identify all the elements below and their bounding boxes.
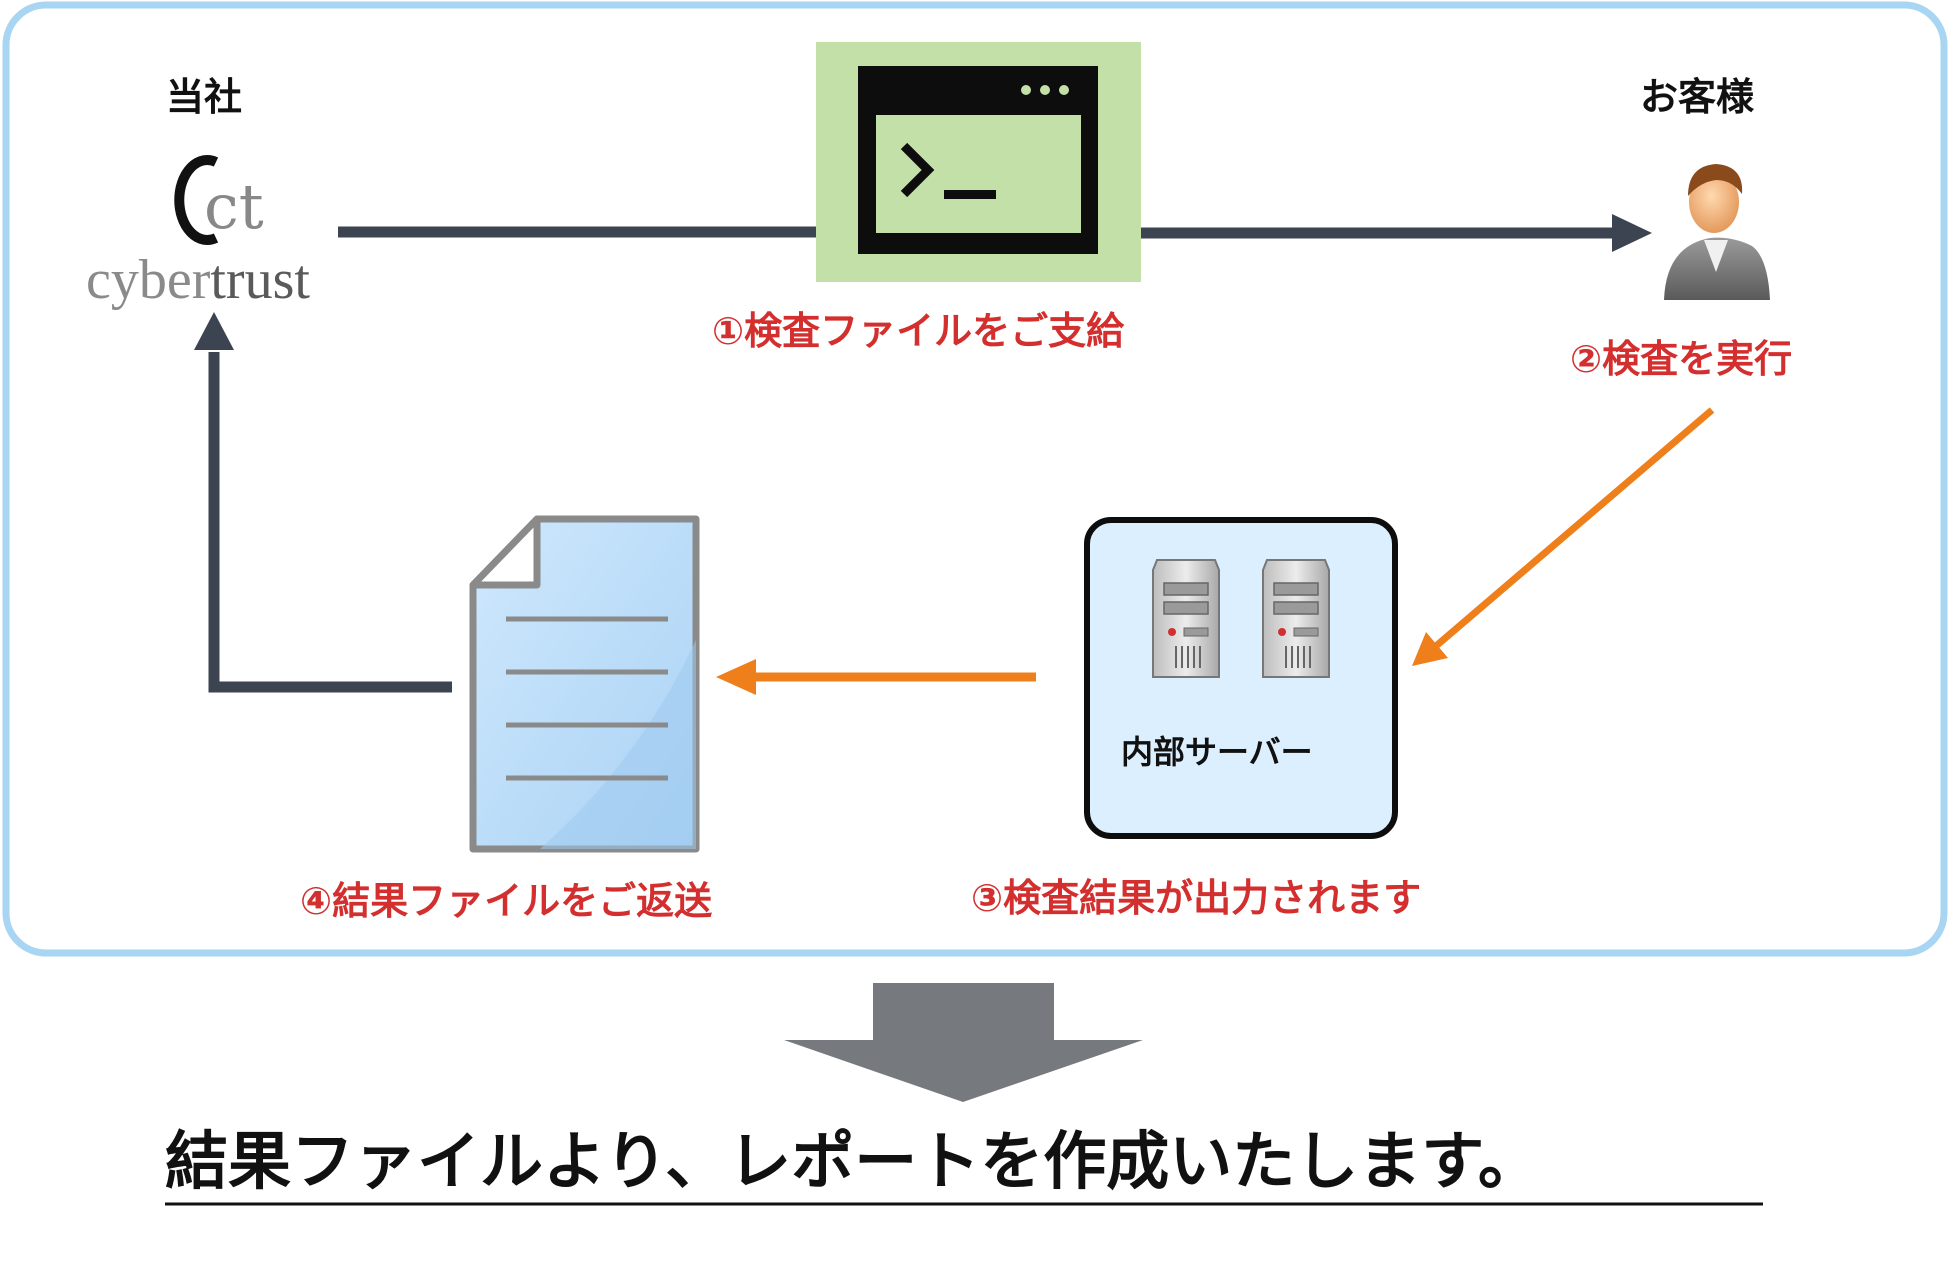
conclusion-text: 結果ファイルより、レポートを作成いたします。 [165,1125,1541,1198]
internal-server-box [1084,517,1398,839]
cybertrust-wordmark: cybertrust [86,249,310,311]
big-down-arrow [784,983,1143,1102]
logo-mark-text: ct [204,170,264,243]
execute-arrow-head [1412,632,1448,666]
output-arrow-head [716,659,756,695]
server-tower-icon [1152,559,1220,678]
person-avatar-icon [1664,164,1770,300]
cybertrust-logo-mark: ct [174,155,264,245]
return-arrow-line [208,352,452,693]
terminal-window-icon [816,42,1141,282]
step-4-label: ④結果ファイルをご返送 [300,879,713,923]
step-1-label: ①検査ファイルをご支給 [712,309,1125,353]
company-label: 当社 [166,75,243,119]
supply-arrow-head [1612,214,1652,252]
step-2-label: ②検査を実行 [1570,337,1793,381]
step-3-label: ③検査結果が出力されます [971,876,1422,920]
return-arrow-head [194,312,234,350]
server-tower-icon [1262,559,1330,678]
wordmark-trust: trust [210,249,310,311]
customer-label: お客様 [1640,75,1755,119]
wordmark-cyber: cyber [86,249,211,311]
document-file-icon [469,515,700,853]
execute-arrow-line [1433,407,1715,649]
server-box-label: 内部サーバー [1121,733,1313,771]
